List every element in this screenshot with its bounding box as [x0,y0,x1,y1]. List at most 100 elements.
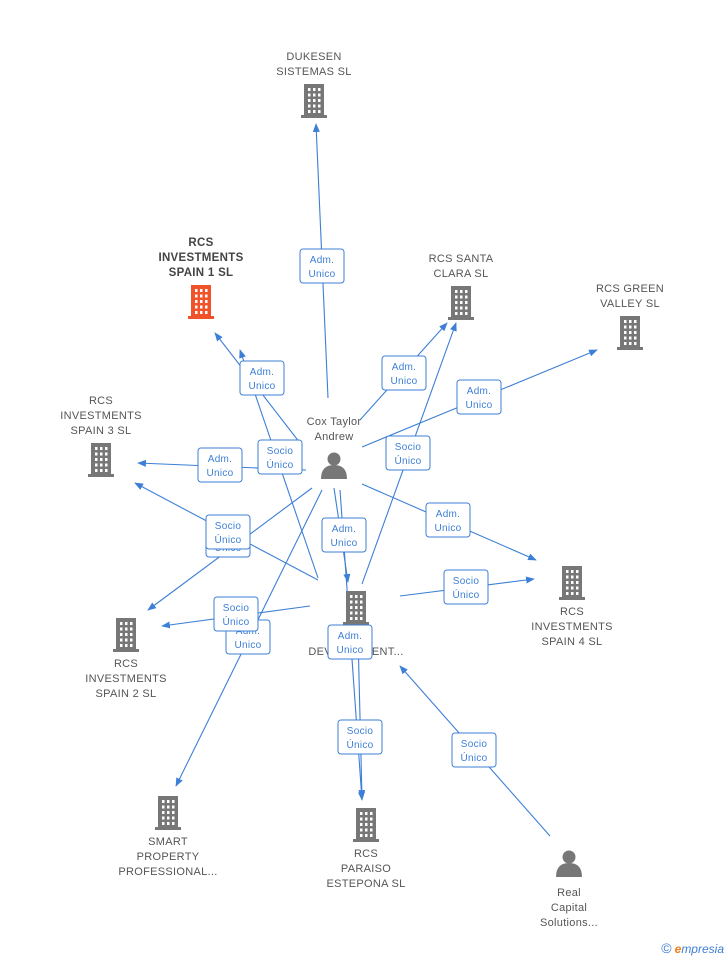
relation-label-text: Único [394,454,421,467]
relation-label-text: Adm. [338,631,363,642]
node-label: PROPERTY [137,851,200,863]
relation-label[interactable]: Adm.Unico [239,360,285,396]
building-icon [188,285,214,319]
node-label: PARAISO [341,863,391,875]
node-label: INVESTMENTS [158,252,243,264]
relation-label-text: Socio [223,603,250,614]
node-smart[interactable]: SMART PROPERTY PROFESSIONAL... [118,796,217,878]
relation-label-text: Único [452,588,479,601]
building-icon [343,591,369,625]
relation-label-text: Adm. [208,454,233,465]
building-icon [559,566,585,600]
copyright-icon: © [661,940,672,956]
person-icon [321,452,347,479]
relation-label-text: Adm. [310,255,335,266]
node-label: Capital [551,902,587,914]
relation-label-text: Unico [336,645,363,656]
node-label: RCS GREEN [596,283,664,295]
relation-label[interactable]: Adm. Unico [381,355,427,391]
brand-watermark: ©empresia [661,940,724,956]
node-label: INVESTMENTS [60,410,142,422]
node-rcs4[interactable]: RCS INVESTMENTS SPAIN 4 SL [531,566,613,648]
node-label: Andrew [314,431,353,443]
relation-label-text: Unico [434,523,461,534]
relation-label-text: Adm. [436,509,461,520]
relation-label-text: Unico [248,381,275,392]
relation-label-text: Unico [206,468,233,479]
person-icon [556,850,582,877]
relation-label-text: Adm. [332,524,357,535]
node-label: SPAIN 4 SL [542,636,603,648]
relation-label[interactable]: Adm. Unico [327,624,373,660]
brand-initial: e [674,942,682,956]
node-label: RCS [188,237,213,249]
relation-label-text: Unico [390,376,417,387]
building-icon [155,796,181,830]
building-icon [617,316,643,350]
relation-label-box [337,719,383,755]
relation-labels-layer: Adm.UnicoAdm.UnicoAdm.UnicoAdm.UnicoAdm.… [197,248,502,768]
node-label: INVESTMENTS [85,673,167,685]
node-label: PROFESSIONAL... [118,866,217,878]
building-icon [448,286,474,320]
node-greenvalley[interactable]: RCS GREEN VALLEY SL [596,283,664,350]
relation-label-text: Único [222,615,249,628]
building-icon [353,808,379,842]
node-label: Solutions... [540,917,598,929]
relation-label[interactable]: Adm. Unico [197,447,243,483]
edge-hdev-to-paraiso [357,635,366,799]
relation-label-box [257,439,303,475]
node-label: SMART [148,836,188,848]
relation-label-box [321,517,367,553]
relation-label-text: Adm. [392,362,417,373]
node-realcap[interactable]: RealCapitalSolutions... [540,850,598,930]
node-label: SISTEMAS SL [276,66,351,78]
node-label: SPAIN 2 SL [96,688,157,700]
node-rcs2[interactable]: RCS INVESTMENTS SPAIN 2 SL [85,618,167,700]
relation-label-box [239,360,285,396]
relation-label-text: Socio [453,576,480,587]
node-paraiso[interactable]: RCS PARAISO ESTEPONA SL [326,808,405,890]
node-label: ESTEPONA SL [326,878,405,890]
relation-label[interactable]: Adm. Unico [299,248,345,284]
relation-label-text: Unico [234,640,261,651]
node-label: RCS [354,848,378,860]
brand-name: mpresia [681,942,724,956]
relation-label-text: Socio [215,521,242,532]
relation-label-text: Socio [347,726,374,737]
node-label: RCS [89,395,113,407]
relation-label-text: Socio [461,739,488,750]
relation-label-box [451,732,497,768]
node-label: INVESTMENTS [531,621,613,633]
relation-label[interactable]: Adm.Unico [321,517,367,553]
node-label: VALLEY SL [600,298,660,310]
relation-label-text: Unico [308,269,335,280]
node-label: DUKESEN [286,51,341,63]
node-label: RCS [114,658,138,670]
node-label: RCS [560,606,584,618]
node-label: Cox Taylor [307,416,362,428]
relation-label[interactable]: Adm.Unico [456,379,502,415]
relation-label-box [213,596,259,632]
relation-label-box [299,248,345,284]
relation-label-box [443,569,489,605]
relation-label-box [197,447,243,483]
node-label: RCS SANTA [429,253,494,265]
relation-label-text: Único [266,458,293,471]
relation-label[interactable]: Adm. Unico [425,502,471,538]
building-icon [88,443,114,477]
node-dukesen[interactable]: DUKESEN SISTEMAS SL [276,51,351,118]
